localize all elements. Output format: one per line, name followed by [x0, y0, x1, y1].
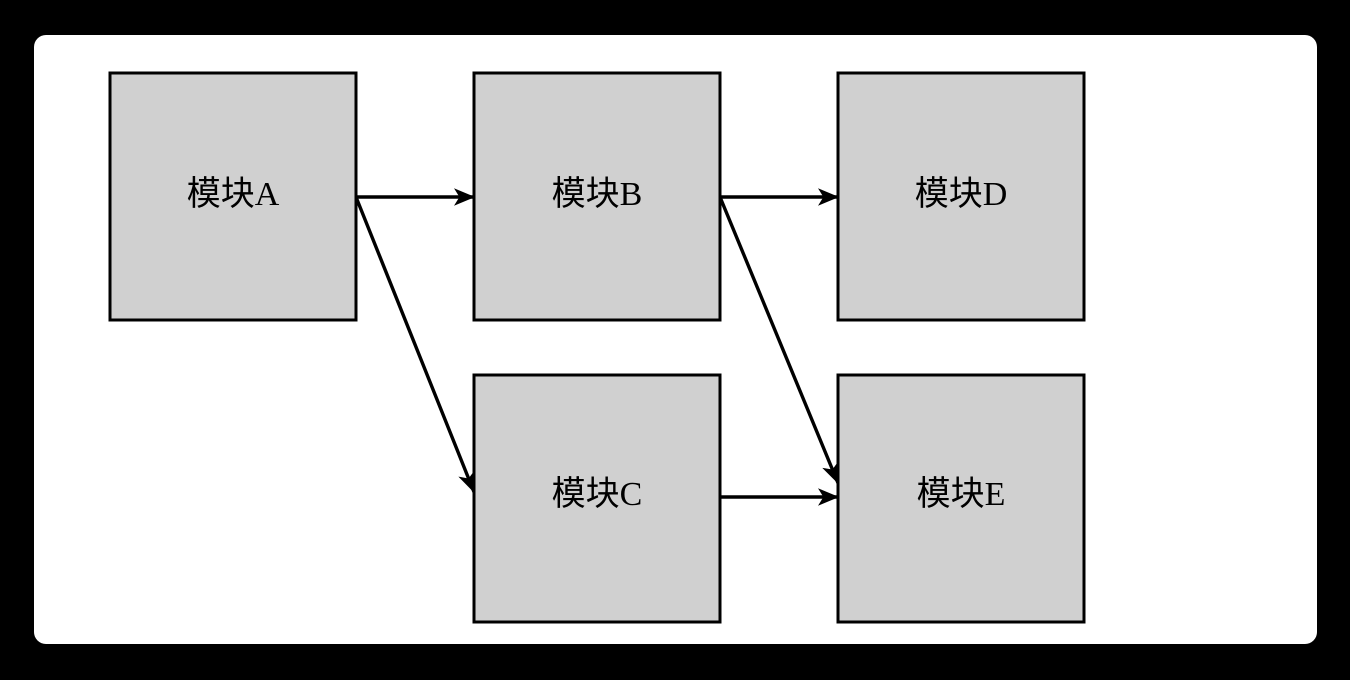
- node-label-a: 模块A: [187, 175, 280, 213]
- node-module-c[interactable]: 模块C: [472, 373, 722, 624]
- node-box-b[interactable]: [472, 71, 722, 322]
- node-box-a[interactable]: [108, 71, 358, 322]
- node-module-b[interactable]: 模块B: [472, 71, 722, 322]
- edge-layer: [354, 188, 840, 506]
- node-module-a[interactable]: 模块A: [108, 71, 358, 322]
- node-module-d[interactable]: 模块D: [836, 71, 1086, 322]
- node-box-e[interactable]: [836, 373, 1086, 624]
- edge-b-to-e[interactable]: [718, 196, 840, 484]
- node-box-c[interactable]: [472, 373, 722, 624]
- node-label-b: 模块B: [552, 175, 643, 213]
- node-layer: 模块A 模块B 模块D 模块C 模块E: [108, 71, 1086, 624]
- node-box-d[interactable]: [836, 71, 1086, 322]
- node-module-e[interactable]: 模块E: [836, 373, 1086, 624]
- edge-a-to-c[interactable]: [354, 196, 476, 493]
- node-label-e: 模块E: [917, 475, 1006, 513]
- node-label-c: 模块C: [552, 475, 643, 513]
- node-label-d: 模块D: [915, 175, 1008, 213]
